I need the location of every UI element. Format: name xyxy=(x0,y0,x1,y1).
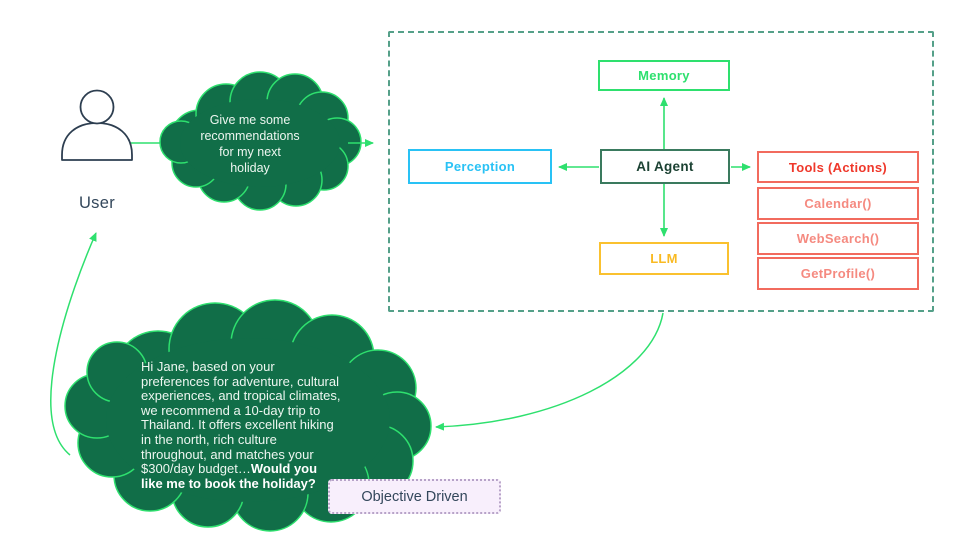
objective-driven-badge: Objective Driven xyxy=(328,479,501,514)
arrow-response-cloud-to-user xyxy=(50,232,97,456)
tool-item-websearch: WebSearch() xyxy=(757,222,919,255)
response-line: $300/day budget…Would you xyxy=(141,461,318,477)
response-line: we recommend a 10-day trip to xyxy=(141,402,321,418)
request-line: recommendations xyxy=(200,129,300,143)
request-line: holiday xyxy=(230,161,270,175)
response-cloud-text: Hi Jane, based on your preferences for a… xyxy=(141,359,341,491)
arrow-frame-to-response-cloud xyxy=(435,312,664,431)
tool-item-calendar: Calendar() xyxy=(757,187,919,220)
perception-node: Perception xyxy=(408,149,552,184)
tool-item-getprofile: GetProfile() xyxy=(757,257,919,290)
ai-agent-node: AI Agent xyxy=(600,149,730,184)
request-cloud-shape xyxy=(159,71,362,211)
request-line: Give me some xyxy=(209,113,291,127)
response-line: throughout, and matches your xyxy=(141,446,314,462)
response-line: experiences, and tropical climates, xyxy=(141,388,341,404)
memory-node: Memory xyxy=(598,60,730,91)
response-line: Hi Jane, based on your xyxy=(141,359,275,374)
request-line: for my next xyxy=(219,145,281,159)
response-line: in the north, rich culture xyxy=(141,431,277,447)
response-line: Thailand. It offers excellent hiking xyxy=(141,417,334,433)
response-line: like me to book the holiday? xyxy=(141,475,316,491)
agent-system-frame xyxy=(388,31,934,312)
response-line: preferences for adventure, cultural xyxy=(141,373,339,389)
user-label: User xyxy=(78,194,116,212)
llm-node: LLM xyxy=(599,242,729,275)
tools-actions-node: Tools (Actions) xyxy=(757,151,919,183)
request-cloud-text: Give me some recommendations for my next… xyxy=(194,112,306,176)
user-icon xyxy=(61,89,133,161)
